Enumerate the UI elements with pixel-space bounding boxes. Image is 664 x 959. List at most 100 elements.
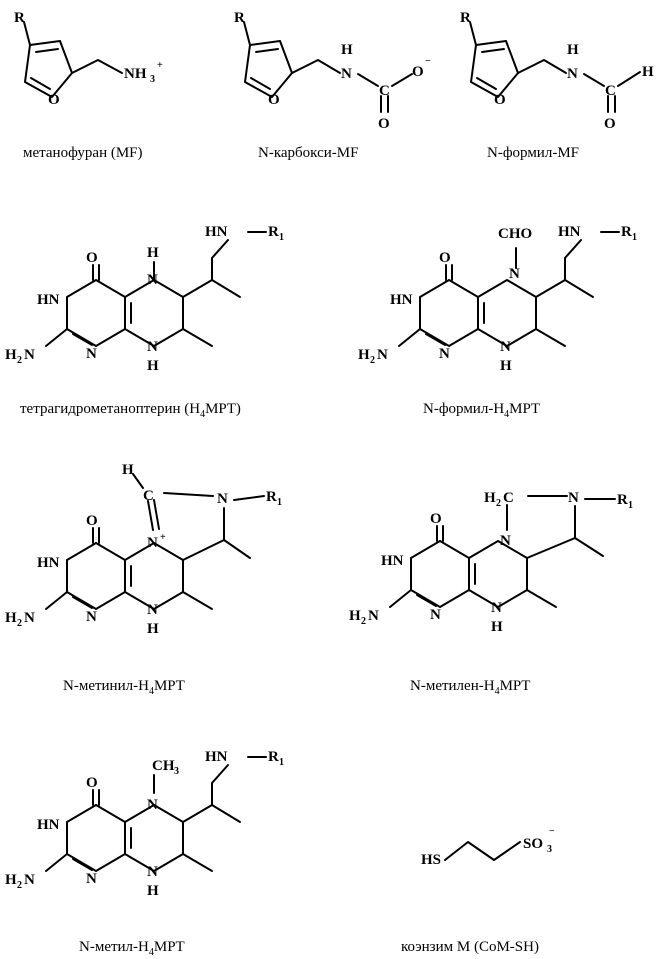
ring-nh-label: HN — [381, 553, 404, 569]
keto-oxygen-label: O — [86, 513, 98, 529]
structure-h4mpt: O HN N H 2 N N H N H HN R 1 — [5, 224, 284, 374]
ring-nh-label: HN — [390, 292, 413, 308]
ring-nh-label: HN — [37, 817, 60, 833]
amino-h-label: H — [5, 610, 17, 626]
nitrogen-label: N — [341, 66, 352, 82]
n10-bridge-label: N — [217, 491, 228, 507]
r1-label: R — [621, 224, 632, 240]
n5-label: N — [500, 533, 511, 549]
structure-n-formyl-h4mpt: O HN N H 2 N N CHO N H HN R 1 — [358, 224, 637, 374]
structure-methanofuran: R O NH 3 + — [14, 10, 163, 108]
amino-subscript: 2 — [17, 880, 22, 891]
amino-h-label: H — [358, 347, 370, 363]
methylene-c-label: C — [503, 490, 514, 506]
methenyl-hydrogen-label: H — [122, 462, 134, 478]
oxygen-label: O — [48, 92, 60, 108]
carbonyl-oxygen-label: O — [378, 116, 390, 132]
amino-h-label: H — [5, 872, 17, 888]
n10-label: N — [491, 600, 502, 616]
structure-n-carboxy-mf: R O N H C O − O — [234, 10, 431, 132]
structure-coenzyme-m: HS SO 3 − — [421, 826, 555, 868]
side-chain-nh-label: HN — [558, 224, 581, 240]
caption-h4mpt: тетрагидрометаноптерин (H4MPT) — [20, 401, 241, 420]
structure-n-methyl-h4mpt: O HN N H 2 N N CH 3 N H HN R 1 — [5, 749, 284, 899]
n10-bridge-label: N — [568, 490, 579, 506]
r1-label: R — [268, 224, 279, 240]
amino-n-label: N — [24, 872, 35, 888]
amino-label: NH — [124, 66, 147, 82]
r1-label: R — [617, 492, 628, 508]
n10-hydrogen-label: H — [147, 358, 159, 374]
amino-subscript: 2 — [17, 355, 22, 366]
ring-n-label: N — [439, 346, 450, 362]
n10-hydrogen-label: H — [500, 358, 512, 374]
r1-subscript: 1 — [277, 497, 282, 508]
ring-nh-label: HN — [37, 292, 60, 308]
r-group-label: R — [14, 10, 25, 26]
carboxyl-oxygen-label: O — [412, 64, 424, 80]
r1-label: R — [266, 489, 277, 505]
r-group-label: R — [460, 10, 471, 26]
structure-n-methenyl-h4mpt: O HN N H 2 N N + N H C H N R 1 — [5, 462, 282, 637]
keto-oxygen-label: O — [86, 250, 98, 266]
hydrogen-label: H — [567, 42, 579, 58]
amino-subscript: 2 — [370, 355, 375, 366]
amino-n-label: N — [24, 347, 35, 363]
oxygen-label: O — [494, 92, 506, 108]
carbonyl-oxygen-label: O — [604, 116, 616, 132]
n10-hydrogen-label: H — [147, 621, 159, 637]
thiol-label: HS — [421, 852, 441, 868]
formyl-group-label: CHO — [498, 226, 532, 242]
r1-subscript: 1 — [279, 757, 284, 768]
amino-n-label: N — [368, 608, 379, 624]
amino-subscript: 2 — [17, 618, 22, 629]
n10-hydrogen-label: H — [491, 619, 503, 635]
methyl-subscript: 3 — [174, 766, 179, 777]
carbon-label: C — [605, 83, 616, 99]
amino-h-label: H — [349, 608, 361, 624]
n10-label: N — [147, 602, 158, 618]
keto-oxygen-label: O — [439, 250, 451, 266]
amino-subscript: 2 — [361, 616, 366, 627]
n5-label: N — [147, 797, 158, 813]
caption-n-carboxy-mf: N-карбокси-MF — [258, 145, 358, 161]
ring-n-label: N — [86, 346, 97, 362]
methylene-subscript: 2 — [496, 498, 501, 509]
ring-n-label: N — [430, 607, 441, 623]
oxygen-label: O — [268, 92, 280, 108]
charge-plus: + — [160, 532, 166, 543]
hydrogen-label: H — [341, 42, 353, 58]
side-chain-nh-label: HN — [205, 224, 228, 240]
carbon-label: C — [379, 83, 390, 99]
n5-hydrogen-label: H — [147, 245, 159, 261]
caption-n-formyl-h4mpt: N-формил-H4MPT — [423, 401, 540, 420]
n10-label: N — [147, 339, 158, 355]
r1-label: R — [268, 749, 279, 765]
ring-nh-label: HN — [37, 555, 60, 571]
methylene-h-label: H — [484, 490, 496, 506]
r1-subscript: 1 — [628, 500, 633, 511]
nitrogen-label: N — [567, 66, 578, 82]
charge-minus: − — [425, 56, 431, 67]
methenyl-carbon-label: C — [143, 488, 154, 504]
caption-methanofuran: метанофуран (MF) — [23, 145, 143, 161]
n10-hydrogen-label: H — [147, 883, 159, 899]
n5-label: N — [147, 535, 158, 551]
charge-minus: − — [549, 826, 555, 837]
ring-n-label: N — [86, 871, 97, 887]
n5-label: N — [147, 272, 158, 288]
methyl-ch-label: CH — [152, 758, 175, 774]
amino-h-label: H — [5, 347, 17, 363]
structure-n-methylene-h4mpt: O HN N H 2 N N N H H 2 C N R 1 — [349, 490, 633, 635]
caption-com-sh: коэнзим M (CoM-SH) — [401, 939, 539, 955]
n10-label: N — [500, 339, 511, 355]
caption-n-methyl-h4mpt: N-метил-H4MPT — [79, 939, 185, 958]
r1-subscript: 1 — [632, 232, 637, 243]
amino-n-label: N — [24, 610, 35, 626]
r1-subscript: 1 — [279, 232, 284, 243]
n5-label: N — [509, 266, 520, 282]
charge-plus: + — [157, 60, 163, 71]
sulfonate-subscript: 3 — [547, 844, 552, 855]
amino-subscript: 3 — [150, 74, 155, 85]
